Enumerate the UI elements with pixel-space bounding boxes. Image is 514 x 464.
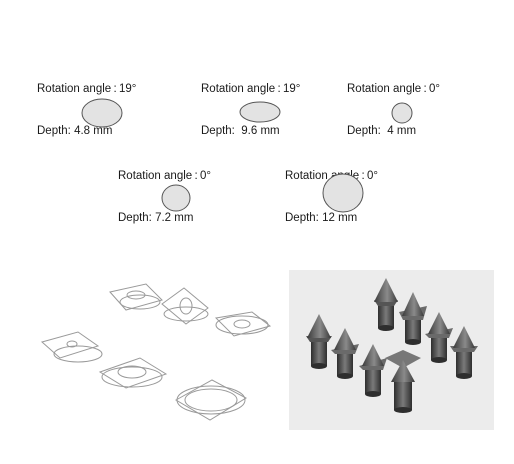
- cross-section-2: [239, 101, 281, 123]
- depth-label: Depth: 7.2 mm: [118, 212, 194, 224]
- label-group-1: Rotation angle : 19° Depth: 4.8 mm: [37, 54, 136, 152]
- rotation-angle-label: Rotation angle : 0°: [347, 83, 440, 95]
- depth-label: Depth: 4 mm: [347, 125, 417, 137]
- spike-3: [306, 314, 332, 369]
- rendered-spikes-image: [289, 270, 494, 430]
- spike-4: [331, 328, 359, 379]
- wire-plane-5: [98, 357, 168, 389]
- cross-section-1: [81, 98, 123, 128]
- cross-section-3: [391, 102, 413, 124]
- rotation-angle-label: Rotation angle : 19°: [37, 83, 137, 95]
- spike-2: [399, 292, 427, 345]
- cross-section-5: [322, 173, 364, 213]
- depth-label: Depth: 4.8 mm: [37, 125, 113, 137]
- wire-plane-4: [40, 331, 103, 363]
- label-group-2: Rotation angle : 19° Depth: 9.6 mm: [201, 54, 300, 152]
- wire-plane-2: [161, 287, 209, 325]
- wire-plane-6: [174, 379, 248, 421]
- spike-6: [450, 326, 478, 379]
- rotation-angle-label: Rotation angle : 19°: [201, 83, 301, 95]
- spike-7: [359, 344, 387, 397]
- label-group-3: Rotation angle : 0° Depth: 4 mm: [347, 54, 440, 152]
- depth-label: Depth: 9.6 mm: [201, 125, 280, 137]
- spike-8: [385, 350, 421, 413]
- spike-1: [374, 278, 398, 331]
- cross-section-shapes: [81, 98, 413, 213]
- label-group-4: Rotation angle : 0° Depth: 7.2 mm: [118, 141, 211, 239]
- rotation-angle-label: Rotation angle : 0°: [118, 170, 211, 182]
- wireframe-planes-diagram: [40, 283, 272, 421]
- spike-5: [425, 312, 453, 363]
- cross-section-4: [161, 184, 191, 212]
- wire-plane-3: [214, 311, 272, 337]
- depth-label: Depth: 12 mm: [285, 212, 358, 224]
- wire-plane-1: [109, 283, 163, 311]
